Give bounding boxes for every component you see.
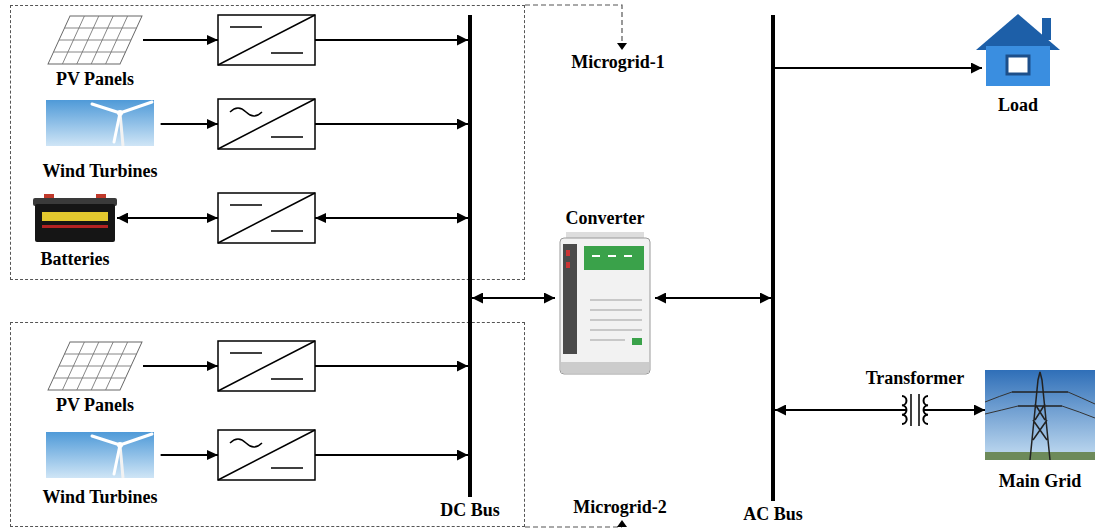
inverter-indicator	[566, 250, 570, 256]
acdc-converter-symbol	[218, 430, 315, 480]
node-label: PV Panels	[56, 395, 134, 416]
transformer-coil	[923, 396, 928, 424]
node-label: DC Bus	[440, 500, 500, 521]
turbine-hub	[117, 442, 123, 448]
arrow-head	[315, 213, 326, 223]
bus-bar: AC Bus	[771, 15, 775, 501]
source-node: PV Panels	[47, 338, 143, 416]
transformer-core	[911, 394, 919, 426]
region-label: Microgrid-1	[571, 52, 665, 73]
wind-turbine-icon	[46, 100, 154, 146]
inverter-indicator	[566, 262, 570, 268]
wind-turbine-icon	[46, 432, 154, 478]
node-label: Wind Turbines	[42, 161, 157, 182]
acdc-converter-symbol	[218, 99, 315, 149]
house-icon	[986, 46, 1050, 86]
dcdc-converter-symbol	[218, 341, 315, 391]
house-roof	[976, 14, 1060, 50]
storage-node: Batteries	[33, 192, 117, 270]
acdc-converter-symbol	[218, 99, 315, 149]
source-node: PV Panels	[47, 12, 143, 90]
inverter-vents	[590, 300, 642, 340]
microgrid-region: Microgrid-1PV PanelsWind TurbinesBatteri…	[10, 5, 525, 280]
pv-panel-icon	[48, 16, 142, 64]
pylon-wires	[985, 392, 1095, 418]
inverter-display	[584, 246, 644, 270]
arrow-head	[207, 213, 218, 223]
dcdc-converter-symbol	[218, 15, 315, 65]
battery-icon	[35, 204, 115, 242]
power-flow-arrow	[472, 297, 555, 299]
region-label: Microgrid-2	[573, 497, 667, 518]
arrow-head	[207, 35, 218, 45]
pv-panel-icon	[48, 16, 142, 64]
dcdc-converter-symbol	[218, 193, 315, 243]
leader-line	[525, 526, 622, 527]
load-node: Load	[982, 10, 1054, 116]
pv-panel-grid	[48, 342, 142, 390]
node-label: Load	[998, 95, 1038, 116]
node-label: Main Grid	[999, 471, 1082, 492]
inverter-icon	[560, 238, 650, 374]
power-flow-arrow	[775, 67, 982, 69]
node-label: Wind Turbines	[42, 487, 157, 508]
main-grid-icon	[985, 370, 1095, 460]
power-flow-arrow	[775, 409, 863, 411]
battery-stripe	[42, 225, 108, 228]
inverter-logo	[632, 338, 642, 345]
transformer-coil	[902, 396, 907, 424]
node-label: Converter	[566, 208, 645, 229]
turbine-hub	[117, 110, 123, 116]
main-grid-ground	[985, 452, 1095, 460]
acdc-converter-symbol	[218, 430, 315, 480]
node-label: Batteries	[41, 249, 110, 270]
transformer-leads	[860, 409, 976, 411]
leader-arrow	[617, 43, 627, 50]
arrow-head	[207, 119, 218, 129]
leader-line	[525, 5, 622, 44]
node-label: AC Bus	[743, 504, 803, 525]
microgrid-region: Microgrid-2PV PanelsWind Turbines	[10, 322, 525, 527]
dcdc-converter-symbol	[218, 193, 315, 243]
dcdc-converter-symbol	[218, 15, 315, 65]
inverter-side-panel	[563, 244, 577, 354]
inverter-base	[561, 362, 649, 373]
battery-label-band	[42, 212, 108, 221]
leader-arrow	[617, 520, 627, 527]
bus-bar: DC Bus	[468, 15, 472, 497]
node-label: Transformer	[866, 368, 965, 389]
transformer-node: Transformer	[863, 368, 968, 428]
power-flow-arrow	[655, 297, 771, 299]
pylon-tower	[1012, 372, 1068, 460]
source-node: Wind Turbines	[39, 428, 160, 508]
pv-panel-grid	[48, 16, 142, 64]
house-window	[1007, 56, 1029, 74]
wind-turbine-icon	[46, 100, 154, 146]
pv-panel-icon	[48, 342, 142, 390]
converter-node: Converter	[555, 208, 655, 378]
arrow-head	[207, 361, 218, 371]
inverter-display-marks	[592, 255, 632, 257]
grid-node: Main Grid	[985, 368, 1095, 492]
wind-turbine-icon	[46, 432, 154, 478]
turbine-blades	[92, 102, 152, 142]
node-label: PV Panels	[56, 69, 134, 90]
source-node: Wind Turbines	[39, 98, 160, 182]
arrow-head	[207, 450, 218, 460]
pv-panel-icon	[48, 342, 142, 390]
turbine-blades	[92, 434, 152, 474]
dcdc-converter-symbol	[218, 341, 315, 391]
